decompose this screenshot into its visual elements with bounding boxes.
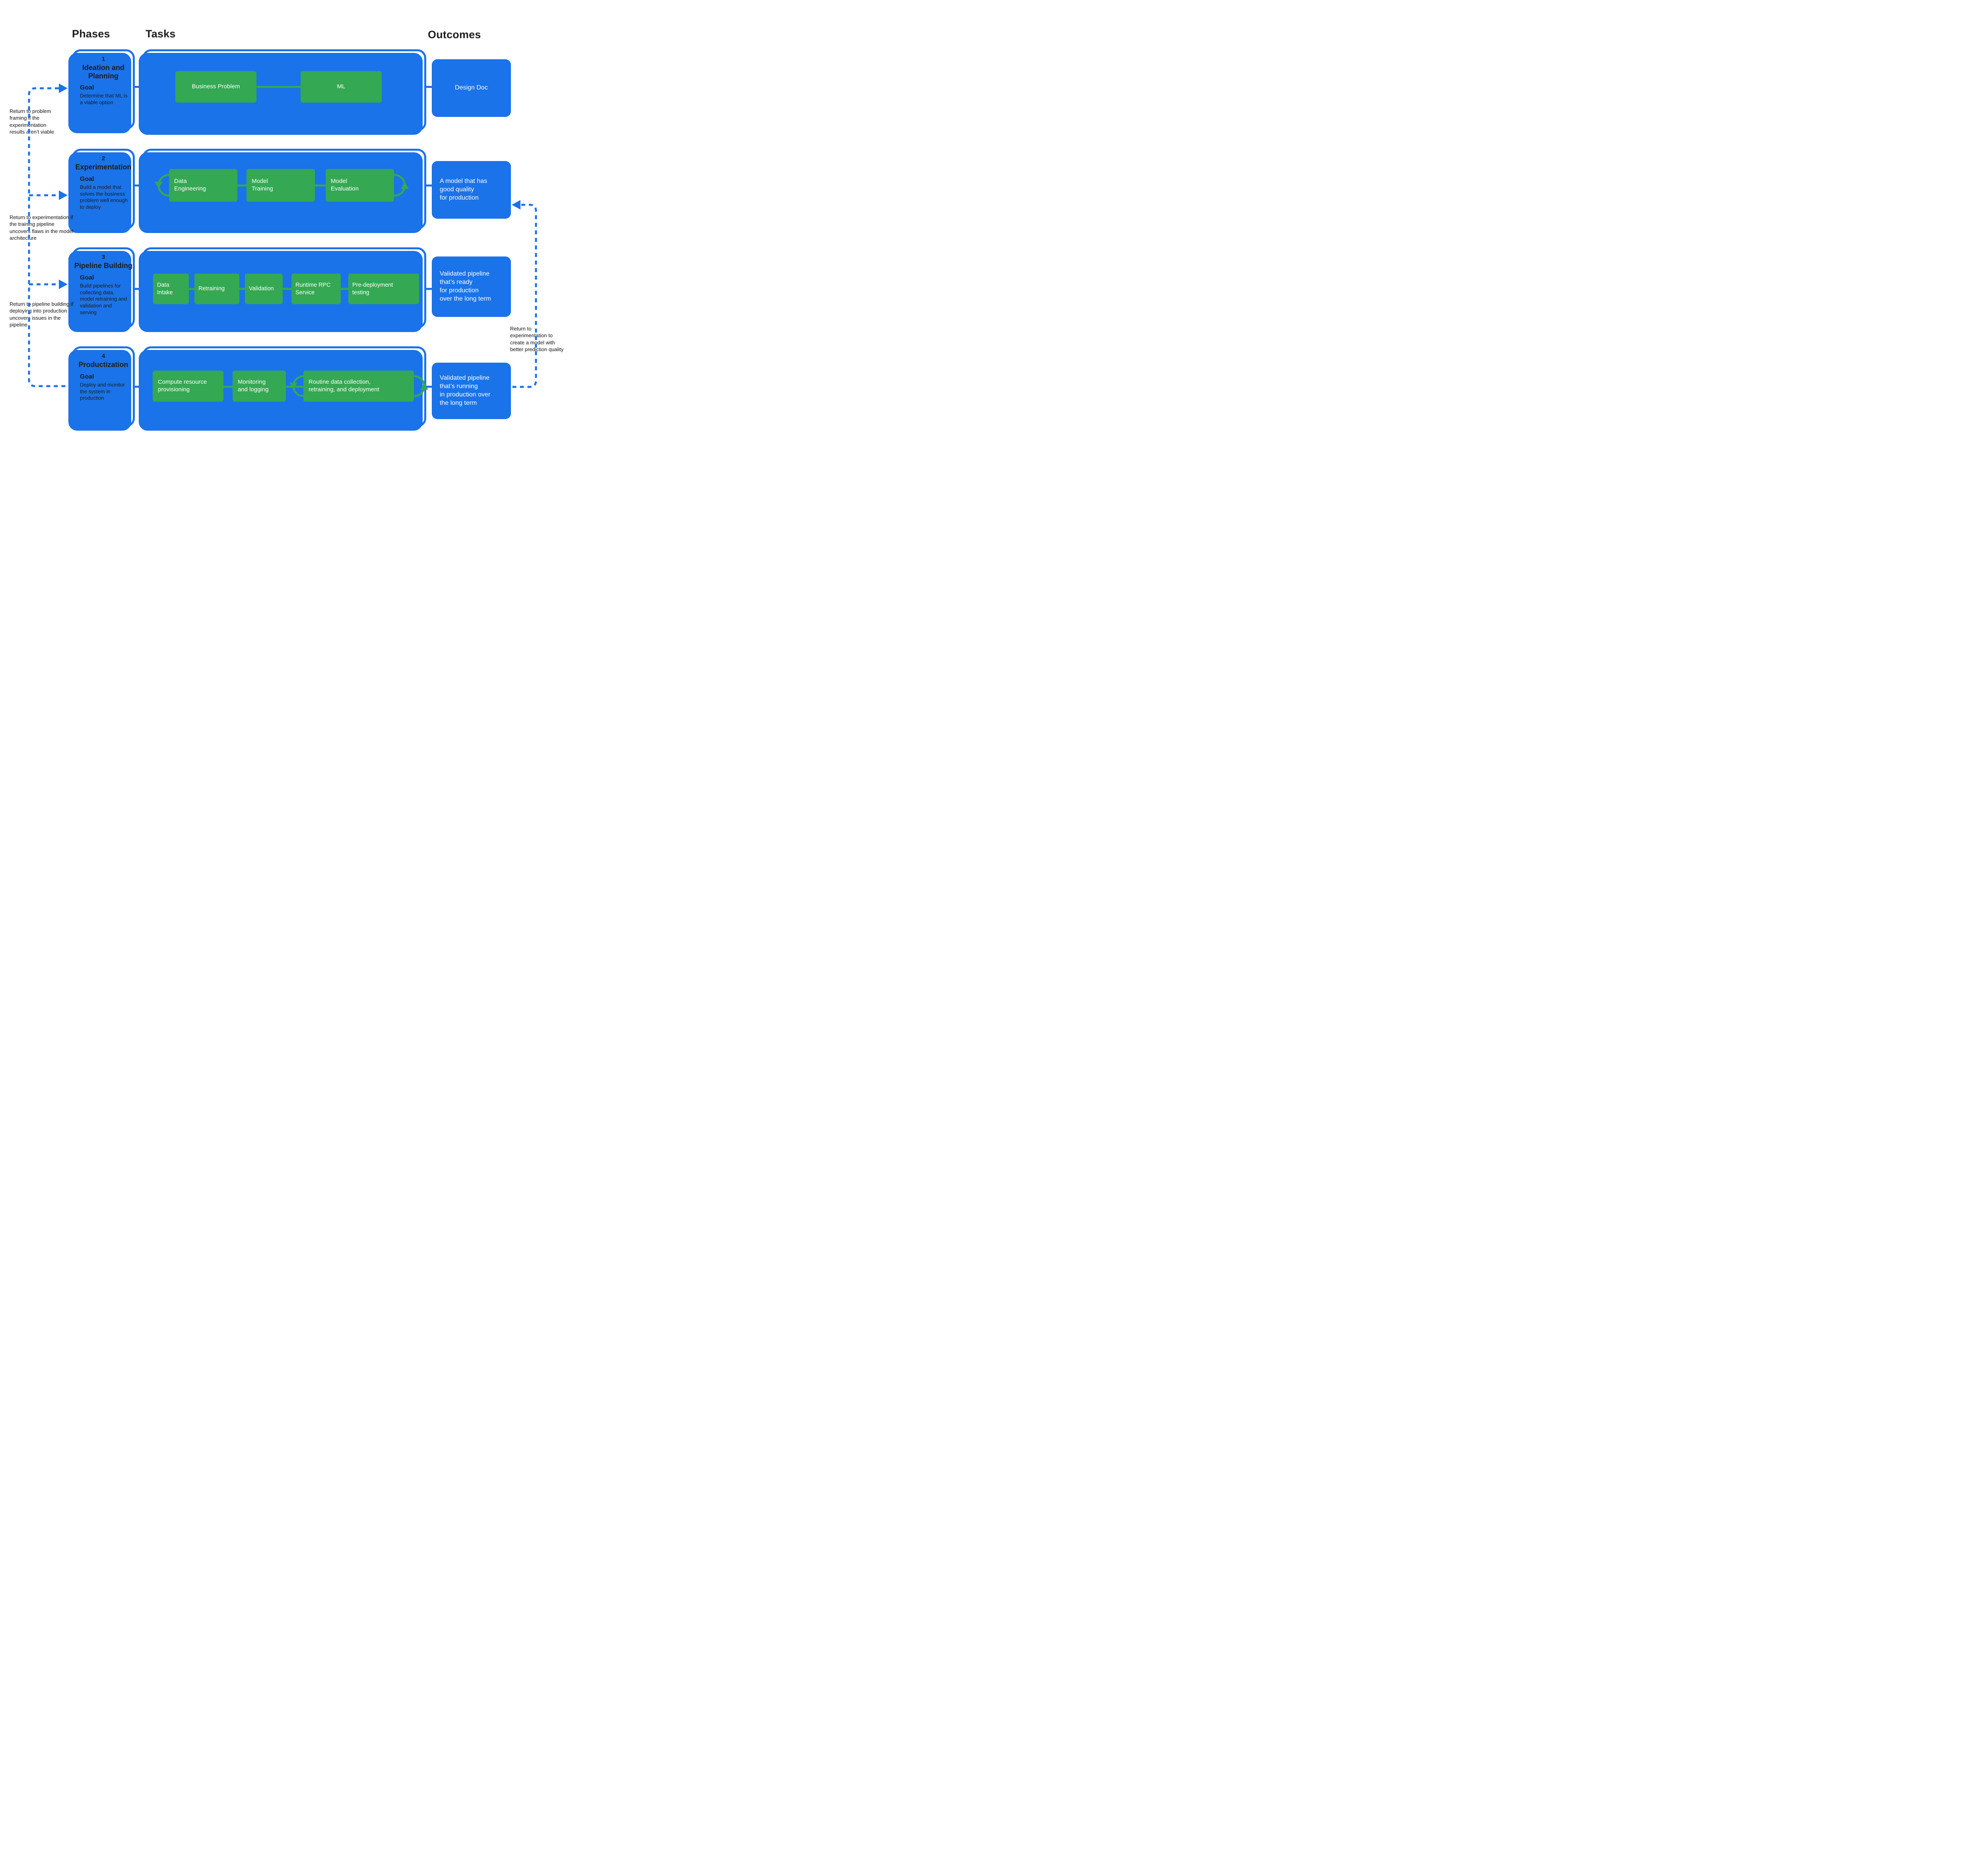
phase-number: 4 (101, 353, 105, 359)
tasks-column-header: Tasks (146, 28, 176, 40)
tasks-outcome-connector (426, 288, 432, 290)
outcome-design-doc: Design Doc (432, 59, 511, 117)
return-note-pipeline-building: Return to pipeline building if deploying… (10, 301, 74, 328)
goal-text: Determine that ML is a viable option (80, 93, 128, 106)
goal-text: Deploy and monitor the system in product… (80, 381, 125, 401)
connector-line (189, 288, 194, 290)
tasks-outcome-connector (426, 386, 432, 388)
task-box-business-problem: Business Problem (175, 71, 256, 103)
goal-text: Build pipelines for collecting data, mod… (80, 282, 127, 316)
connector-line (237, 185, 247, 186)
mlops-phases-diagram: Phases Tasks Outcomes 1 Ideation and Pla… (0, 0, 564, 465)
arrow-left-icon (512, 200, 520, 210)
task-box-ml: ML (301, 71, 382, 103)
arrow-right-icon (59, 280, 68, 289)
return-note-better-prediction: Return to experimentation to create a mo… (510, 326, 564, 352)
return-note-experimentation: Return to experimentation if the trainin… (10, 214, 74, 241)
connector-line (256, 86, 301, 88)
task-box-validation: Validation (245, 274, 283, 304)
connector-line (239, 288, 245, 290)
goal-label: Goal (80, 373, 94, 380)
task-box-model-evaluation: Model Evaluation (326, 169, 394, 202)
phase-tasks-connector (135, 185, 142, 186)
goal-text: Build a model that solves the business p… (80, 184, 128, 210)
outcome-validated-pipeline-ready: Validated pipeline that’s ready for prod… (432, 256, 511, 317)
phase-card-experimentation: 2 Experimentation Goal Build a model tha… (72, 149, 135, 229)
outcomes-column-header: Outcomes (428, 29, 481, 41)
phase-card-ideation: 1 Ideation and Planning Goal Determine t… (72, 49, 135, 130)
phase-number: 2 (101, 155, 105, 162)
phase-card-productization: 4 Productization Goal Deploy and monitor… (72, 346, 135, 427)
task-box-pre-deployment-testing: Pre-deployment testing (348, 274, 419, 304)
phases-column-header: Phases (72, 28, 110, 40)
task-box-runtime-rpc-service: Runtime RPC Service (291, 274, 341, 304)
connector-line (315, 185, 326, 186)
arrow-right-icon (59, 190, 68, 200)
connector-line (283, 288, 291, 290)
phase-tasks-connector (135, 86, 142, 88)
tasks-outcome-connector (426, 185, 432, 186)
right-return-dashed-path (511, 204, 537, 388)
task-box-model-training: Model Training (247, 169, 315, 202)
task-box-monitoring-and-logging: Monitoring and logging (233, 371, 286, 402)
task-box-retraining: Retraining (194, 274, 239, 304)
arrow-right-icon (59, 84, 68, 93)
phase-tasks-connector (135, 288, 142, 290)
phase-card-pipeline-building: 3 Pipeline Building Goal Build pipelines… (72, 247, 135, 328)
phase-title: Ideation and Planning (82, 64, 124, 80)
connector-line (286, 386, 303, 388)
phase-title: Pipeline Building (74, 262, 132, 270)
phase-title: Experimentation (75, 163, 132, 171)
connector-line (341, 288, 348, 290)
task-box-data-engineering: Data Engineering (169, 169, 237, 202)
task-box-data-intake: Data Intake (153, 274, 189, 304)
outcome-quality-model: A model that has good quality for produc… (432, 161, 511, 219)
tasks-outcome-connector (426, 86, 432, 88)
outcome-pipeline-in-production: Validated pipeline that’s running in pro… (432, 363, 511, 419)
phase-number: 3 (101, 254, 105, 260)
return-note-problem-framing: Return to problem framing if the experim… (10, 108, 54, 135)
phase-number: 1 (101, 56, 105, 62)
task-box-compute-resource-provisioning: Compute resource provisioning (153, 371, 223, 402)
phase-title: Productization (78, 361, 128, 369)
goal-label: Goal (80, 175, 94, 183)
phase-tasks-connector (135, 386, 142, 388)
connector-line (223, 386, 233, 388)
goal-label: Goal (80, 274, 94, 281)
task-box-routine-data-collection: Routine data collection, retraining, and… (303, 371, 414, 402)
goal-label: Goal (80, 84, 94, 91)
